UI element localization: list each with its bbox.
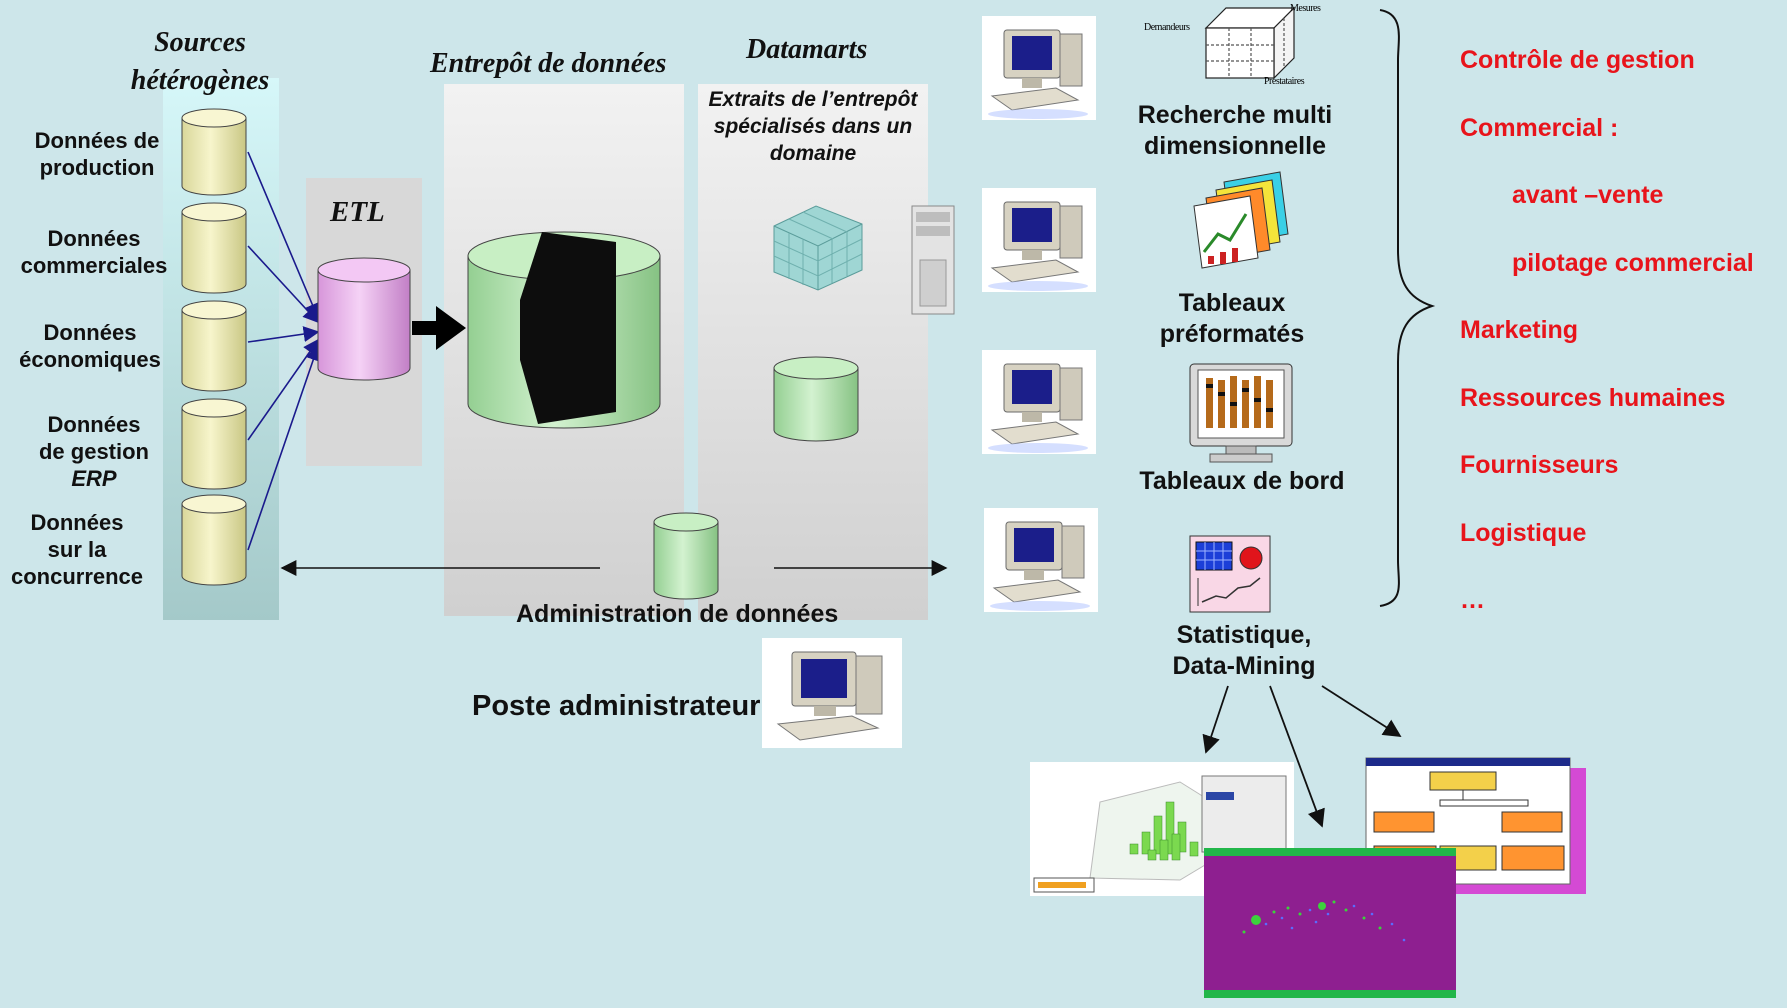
domain-fournisseurs: Fournisseurs xyxy=(1460,451,1619,479)
computer-icon xyxy=(988,363,1088,453)
source-label-commerciales: Données commerciales xyxy=(14,226,174,280)
source-label-line: Données xyxy=(43,320,137,345)
datamarts-desc-line2: spécialisés dans un xyxy=(713,115,913,138)
source-connectors xyxy=(247,151,321,551)
sources-heading-line2: hétérogènes xyxy=(130,65,270,96)
source-label-line: commerciales xyxy=(20,252,168,278)
source-label-production: Données de production xyxy=(22,128,172,182)
warehouse-cylinder xyxy=(467,231,661,429)
sources-heading: Sources hétérogènes xyxy=(110,24,290,100)
source-label-line: production xyxy=(39,154,155,180)
admin-computer xyxy=(762,638,902,748)
tool-label-line: Statistique, xyxy=(1176,621,1312,649)
client-computer-3 xyxy=(982,350,1096,454)
datamarts-panel xyxy=(698,84,928,620)
source-cylinder-4 xyxy=(181,398,247,490)
source-cylinder-5 xyxy=(181,494,247,586)
domain-commercial: Commercial : xyxy=(1460,114,1619,142)
client-computer-1 xyxy=(982,16,1096,120)
domain-pilotage-commercial: pilotage commercial xyxy=(1512,249,1754,277)
admin-cylinder xyxy=(653,512,719,600)
source-cylinder-3 xyxy=(181,300,247,392)
multidimensional-cube-icon xyxy=(1204,6,1296,80)
admin-data-label: Administration de données xyxy=(516,600,839,628)
domain-marketing: Marketing xyxy=(1460,316,1579,344)
domain-ressources-humaines: Ressources humaines xyxy=(1460,384,1726,412)
source-label-line: économiques xyxy=(19,346,161,372)
source-label-line: sur la xyxy=(47,536,107,562)
tool-label-preformatted: Tableaux préformatés xyxy=(1130,288,1334,350)
warehouse-heading: Entrepôt de données xyxy=(430,48,667,79)
source-label-economiques: Données économiques xyxy=(12,320,168,374)
server-tower-icon xyxy=(911,205,955,315)
datamining-scatter-screenshot xyxy=(1204,848,1456,998)
statistics-icon xyxy=(1189,535,1271,613)
source-label-line: concurrence xyxy=(10,563,144,589)
etl-heading: ETL xyxy=(330,196,385,228)
tool-label-line: préformatés xyxy=(1159,320,1305,348)
domain-avant-vente: avant –vente xyxy=(1512,181,1664,209)
source-label-line: Données xyxy=(30,510,124,535)
source-label-line: Données xyxy=(47,226,141,251)
tool-label-line: Recherche multi xyxy=(1137,101,1333,129)
datamart-cylinder xyxy=(773,356,859,442)
domain-ellipsis: … xyxy=(1460,586,1485,614)
datamart-cube-icon xyxy=(773,205,863,291)
cube-label-demandeurs: Demandeurs xyxy=(1144,22,1190,33)
computer-icon xyxy=(990,521,1090,611)
tool-label-line: Tableaux de bord xyxy=(1139,467,1345,495)
dashboard-monitor-icon xyxy=(1189,363,1293,463)
client-computer-4 xyxy=(984,508,1098,612)
cube-label-prestataires: Prestataires xyxy=(1264,76,1305,87)
domain-logistique: Logistique xyxy=(1460,519,1587,547)
etl-cylinder xyxy=(317,257,411,381)
domain-controle-gestion: Contrôle de gestion xyxy=(1460,46,1695,74)
datamarts-heading: Datamarts xyxy=(746,34,868,65)
computer-icon xyxy=(776,651,883,741)
tool-label-line: Data-Mining xyxy=(1172,652,1316,680)
cube-label-mesures: Mesures xyxy=(1290,3,1321,14)
source-label-line: Données de xyxy=(34,128,160,153)
source-cylinder-1 xyxy=(181,108,247,196)
source-label-erp: Données de gestion ERP xyxy=(24,412,164,492)
tool-label-multidimensional: Recherche multi dimensionnelle xyxy=(1110,100,1360,162)
source-label-italic: ERP xyxy=(71,465,117,491)
datamining-arrows xyxy=(1202,685,1402,828)
computer-icon xyxy=(988,201,1088,291)
client-computer-2 xyxy=(982,188,1096,292)
datamarts-description: Extraits de l’entrepôt spécialisés dans … xyxy=(690,86,936,167)
computer-icon xyxy=(988,29,1088,119)
tool-label-dashboard: Tableaux de bord xyxy=(1120,466,1364,497)
tool-label-statistics: Statistique, Data-Mining xyxy=(1134,620,1354,682)
admin-station-label: Poste administrateur xyxy=(472,690,761,722)
source-label-concurrence: Données sur la concurrence xyxy=(4,510,150,590)
etl-to-warehouse-arrow xyxy=(412,306,466,350)
sources-heading-line1: Sources xyxy=(154,27,246,58)
datamarts-desc-line1: Extraits de l’entrepôt xyxy=(708,88,918,111)
source-cylinder-2 xyxy=(181,202,247,294)
preformatted-reports-icon xyxy=(1193,171,1289,269)
source-label-line: de gestion xyxy=(38,438,149,464)
domain-brace xyxy=(1379,9,1436,607)
tool-label-line: Tableaux xyxy=(1178,289,1286,317)
tool-label-line: dimensionnelle xyxy=(1144,132,1326,160)
datamarts-desc-line3: domaine xyxy=(769,142,857,165)
source-label-line: Données xyxy=(47,412,141,437)
